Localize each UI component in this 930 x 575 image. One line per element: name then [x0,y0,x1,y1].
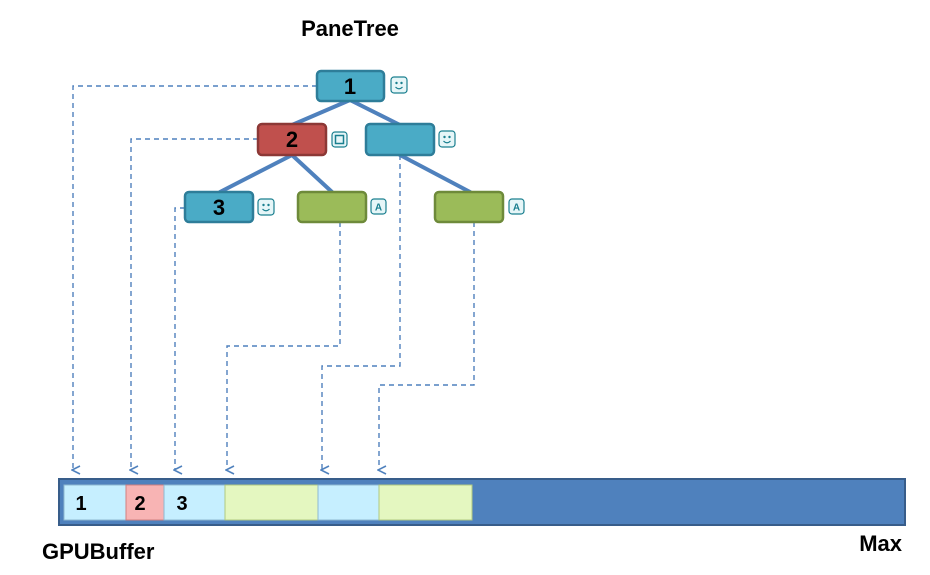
edge-2-3b [290,153,334,194]
buffer-cell-4 [224,484,319,521]
smiley-icon [390,76,408,94]
tree-node-2: 2 [256,122,328,157]
buffer-cell-3: 3 [163,484,226,521]
buffer-cell-5 [317,484,380,521]
letter-a-icon: A [508,198,525,215]
letter-a-icon: A [370,198,387,215]
tree-edges [218,98,472,194]
gpu-buffer: 1 2 3 [58,478,906,526]
diagram-title: PaneTree [301,16,399,41]
square-icon [331,131,348,148]
connector-node3 [175,207,185,470]
edge-2b-3c [398,153,472,194]
connector-node3c [379,222,475,470]
buffer-cell-2: 2 [125,484,165,521]
max-label: Max [859,531,903,556]
edge-1-2 [290,98,352,127]
node-1-label: 1 [344,74,356,99]
edge-1-2b [348,98,402,127]
gpu-buffer-label: GPUBuffer [42,539,155,564]
node-3-label: 3 [213,195,225,220]
connector-node3b [227,222,341,470]
connector-node2 [131,138,258,470]
buffer-cell-1-label: 1 [75,493,86,515]
tree-node-2b [364,122,436,157]
dashed-connectors [73,85,475,470]
edge-2-3 [218,153,294,194]
tree-node-3: 3 [183,190,255,224]
buffer-cell-2-label: 2 [134,493,145,515]
buffer-cell-3-label: 3 [176,493,187,515]
tree-node-1: 1 [315,69,386,103]
buffer-cell-1: 1 [63,484,127,521]
tree-node-3b [296,190,368,224]
connector-node1 [73,85,317,470]
letter-a-text: A [513,203,520,214]
node-2-label: 2 [286,127,298,152]
tree-node-3c [433,190,505,224]
buffer-cell-6 [378,484,473,521]
smiley-icon [257,198,275,216]
smiley-icon [438,130,456,148]
letter-a-text: A [375,203,382,214]
